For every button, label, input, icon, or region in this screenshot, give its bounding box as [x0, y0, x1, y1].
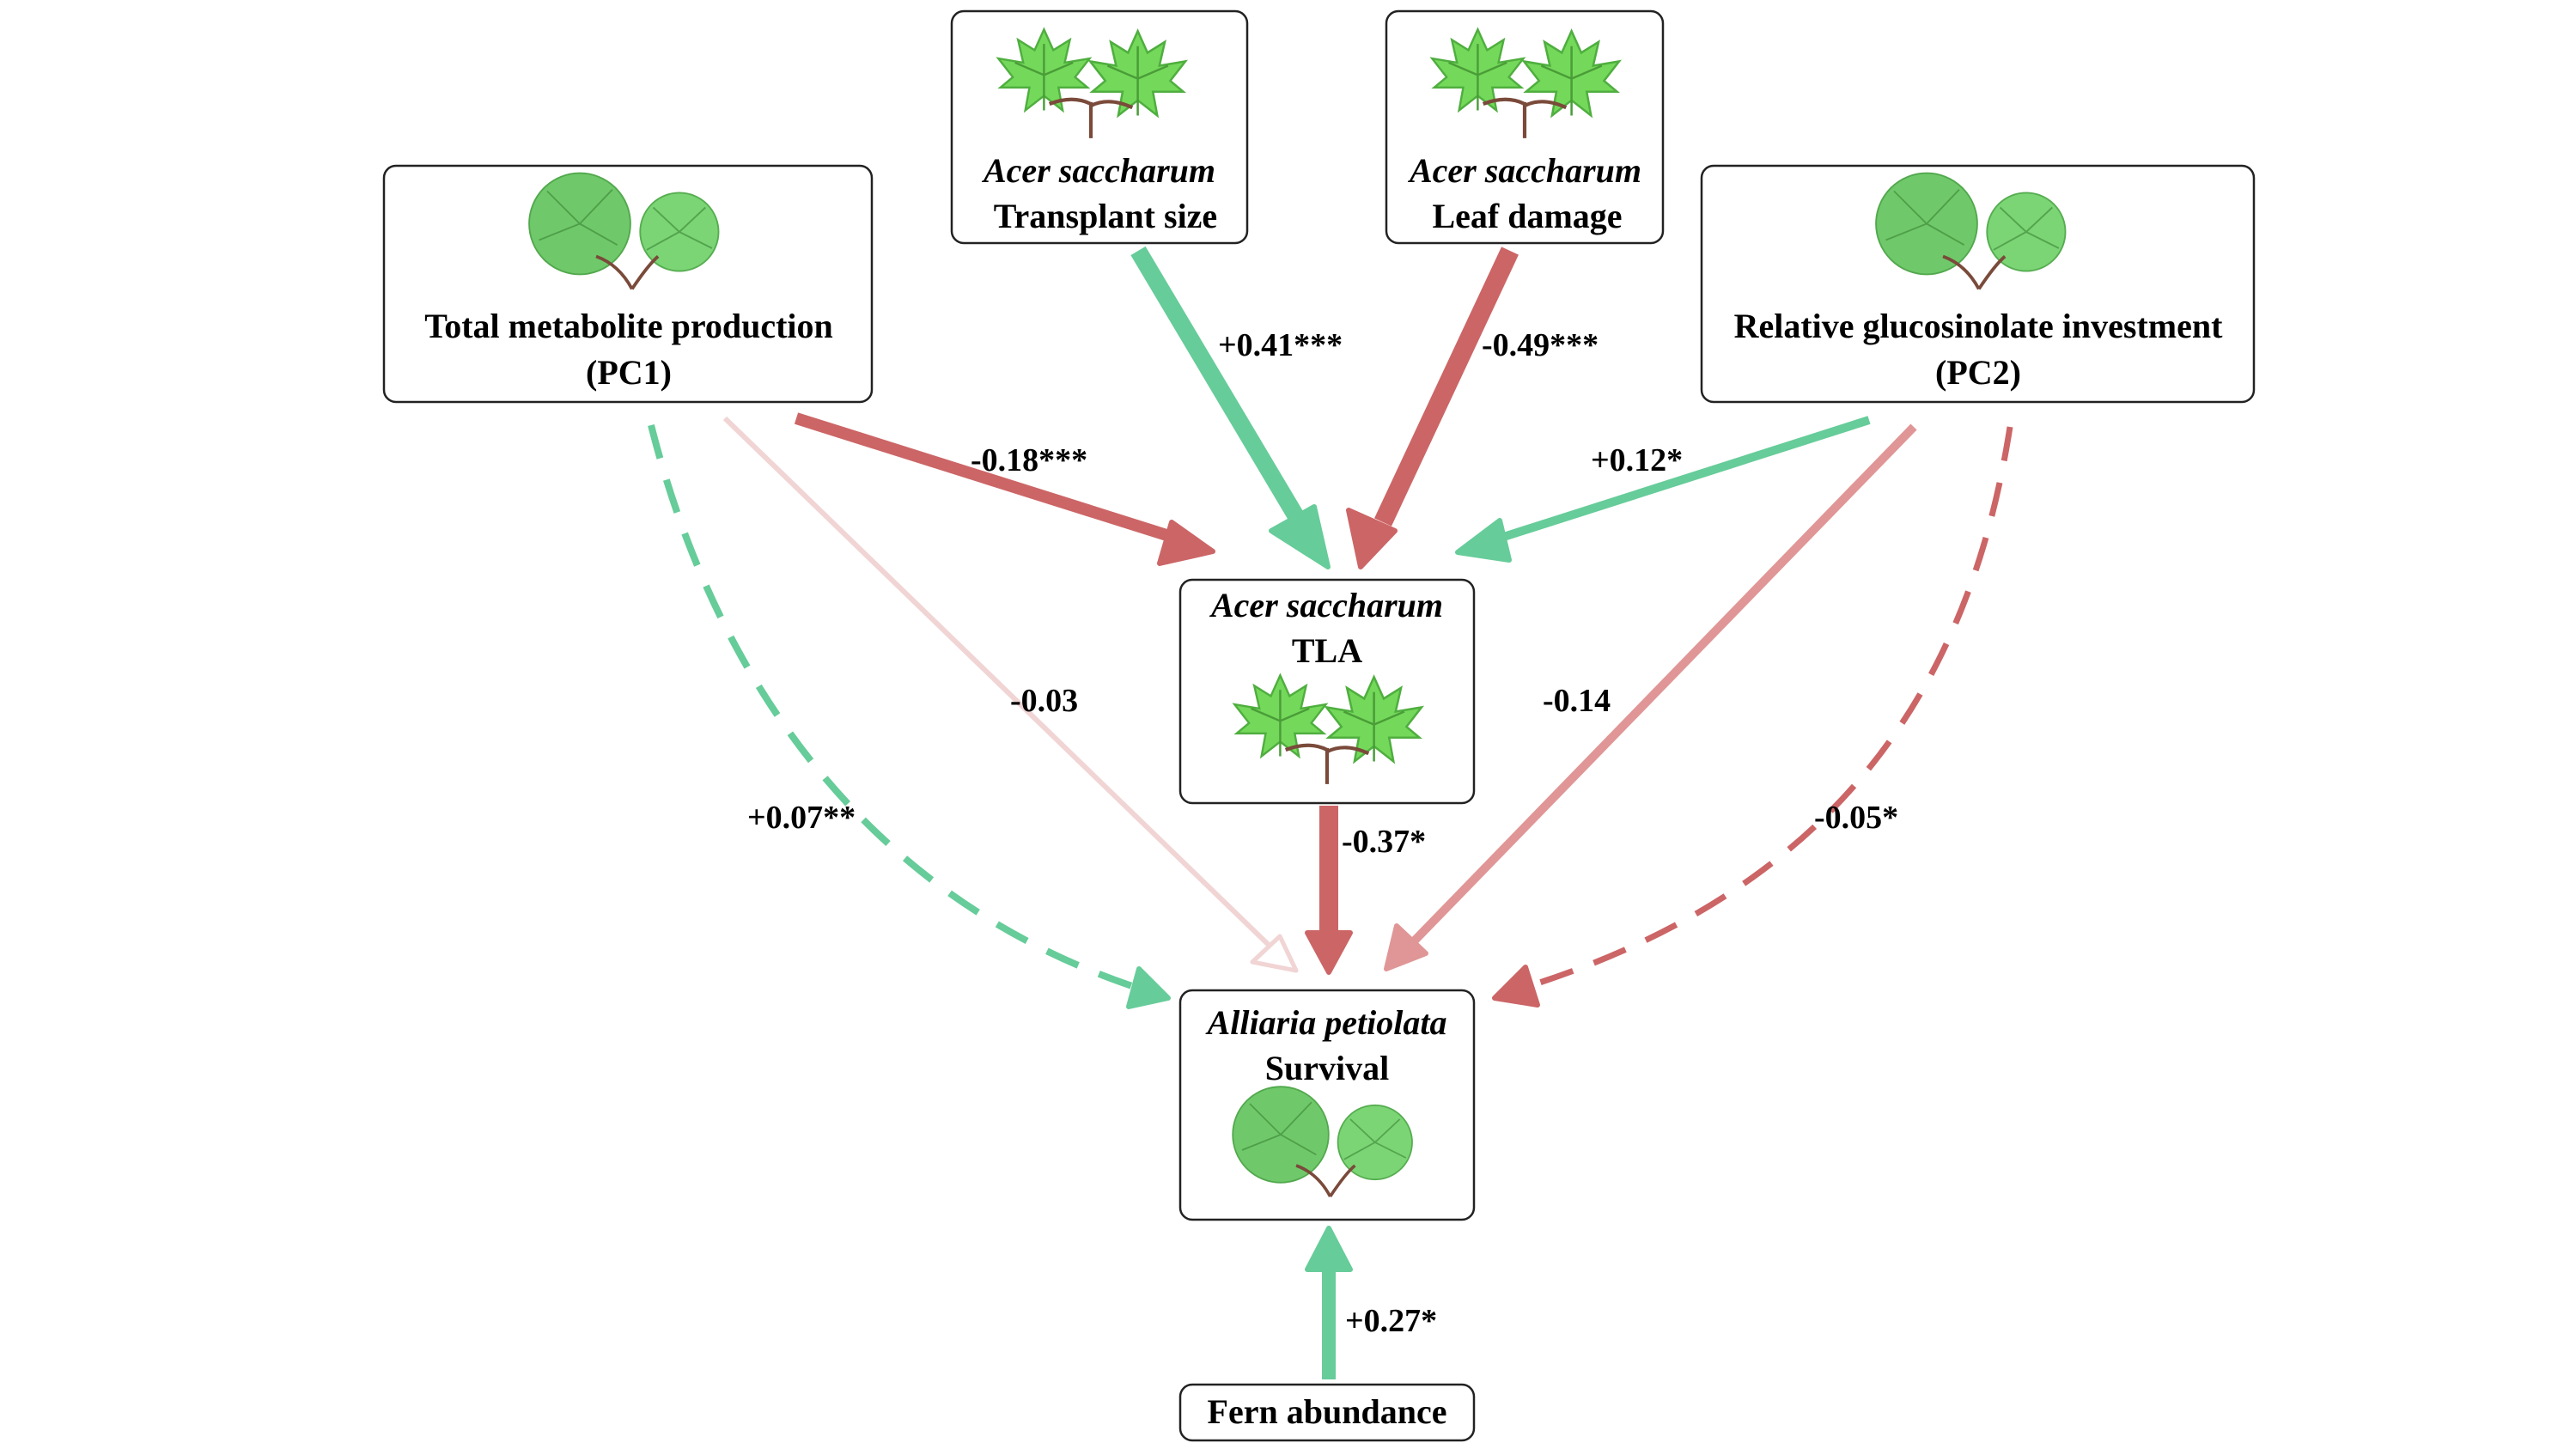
node-alliaria-survival: Alliaria petiolata Survival — [1178, 989, 1476, 1221]
node-total-metabolite-line1: Total metabolite production — [424, 307, 833, 345]
edge-transplant-to-tla-arrowhead — [1269, 504, 1331, 569]
edge-pc1-to-survival-indirect — [648, 424, 1134, 989]
node-alliaria-survival-line2: Survival — [1265, 1049, 1389, 1087]
edge-tla-to-survival-arrowhead — [1305, 930, 1353, 975]
coef-pc2-to-tla: +0.12* — [1591, 442, 1683, 478]
edge-pc2-to-tla — [1489, 416, 1871, 545]
node-glucosinolate-line2: (PC2) — [1935, 353, 2021, 392]
coef-pc1-to-tla: -0.18*** — [971, 442, 1087, 478]
coef-damage-to-tla: -0.49*** — [1482, 327, 1599, 363]
coef-pc1-to-survival-direct: -0.03 — [1010, 683, 1078, 719]
node-acer-tla-line2: TLA — [1292, 631, 1362, 670]
coef-pc2-to-survival-direct: -0.14 — [1543, 683, 1611, 719]
coef-tla-to-survival: -0.37* — [1342, 824, 1426, 860]
edge-pc1-to-survival-direct-arrowhead — [1250, 934, 1299, 973]
node-total-metabolite: Total metabolite production (PC1) — [382, 164, 874, 404]
node-leaf-damage: Acer saccharum Leaf damage — [1385, 9, 1665, 245]
node-leaf-damage-line1: Acer saccharum — [1407, 151, 1641, 190]
edge-pc2-to-survival-direct-arrowhead — [1384, 923, 1428, 971]
node-fern-abundance-label: Fern abundance — [1208, 1392, 1447, 1431]
node-transplant-size-line2: Transplant size — [994, 197, 1217, 235]
edge-damage-to-tla-arrowhead — [1346, 508, 1398, 569]
node-transplant-size-line1: Acer saccharum — [981, 151, 1215, 190]
edges — [648, 246, 2013, 1379]
edge-pc1-to-tla — [794, 412, 1183, 545]
edge-pc2-to-survival-indirect-arrowhead — [1492, 965, 1540, 1008]
edge-pc1-to-tla-arrowhead — [1157, 520, 1215, 566]
node-acer-tla-line1: Acer saccharum — [1209, 586, 1443, 624]
node-transplant-size: Acer saccharum Transplant size — [950, 9, 1249, 245]
coef-pc2-to-survival-indirect: -0.05* — [1814, 800, 1898, 836]
node-total-metabolite-line2: (PC1) — [586, 353, 672, 392]
node-glucosinolate: Relative glucosinolate investment (PC2) — [1700, 164, 2256, 404]
node-glucosinolate-line1: Relative glucosinolate investment — [1734, 307, 2223, 345]
edge-pc2-to-tla-arrowhead — [1455, 518, 1512, 563]
edge-pc2-to-survival-indirect — [1527, 426, 2013, 989]
node-fern-abundance: Fern abundance — [1178, 1383, 1476, 1442]
node-acer-tla: Acer saccharum TLA — [1178, 578, 1476, 805]
edge-damage-to-tla — [1374, 247, 1519, 527]
edge-fern-to-survival-arrowhead — [1305, 1226, 1353, 1272]
coef-pc1-to-survival-indirect: +0.07** — [747, 800, 856, 836]
edge-pc2-to-survival-direct — [1409, 423, 1917, 947]
node-alliaria-survival-line1: Alliaria petiolata — [1205, 1003, 1447, 1042]
node-leaf-damage-line2: Leaf damage — [1432, 197, 1622, 235]
edge-transplant-to-tla — [1130, 246, 1307, 527]
coefficient-labels: +0.41*** -0.49*** -0.18*** +0.12* -0.03 … — [747, 327, 1898, 1339]
edge-pc1-to-survival-indirect-arrowhead — [1126, 966, 1171, 1009]
coef-fern-to-survival: +0.27* — [1345, 1303, 1437, 1339]
edge-pc1-to-survival-direct — [722, 416, 1275, 951]
coef-transplant-to-tla: +0.41*** — [1218, 327, 1343, 363]
